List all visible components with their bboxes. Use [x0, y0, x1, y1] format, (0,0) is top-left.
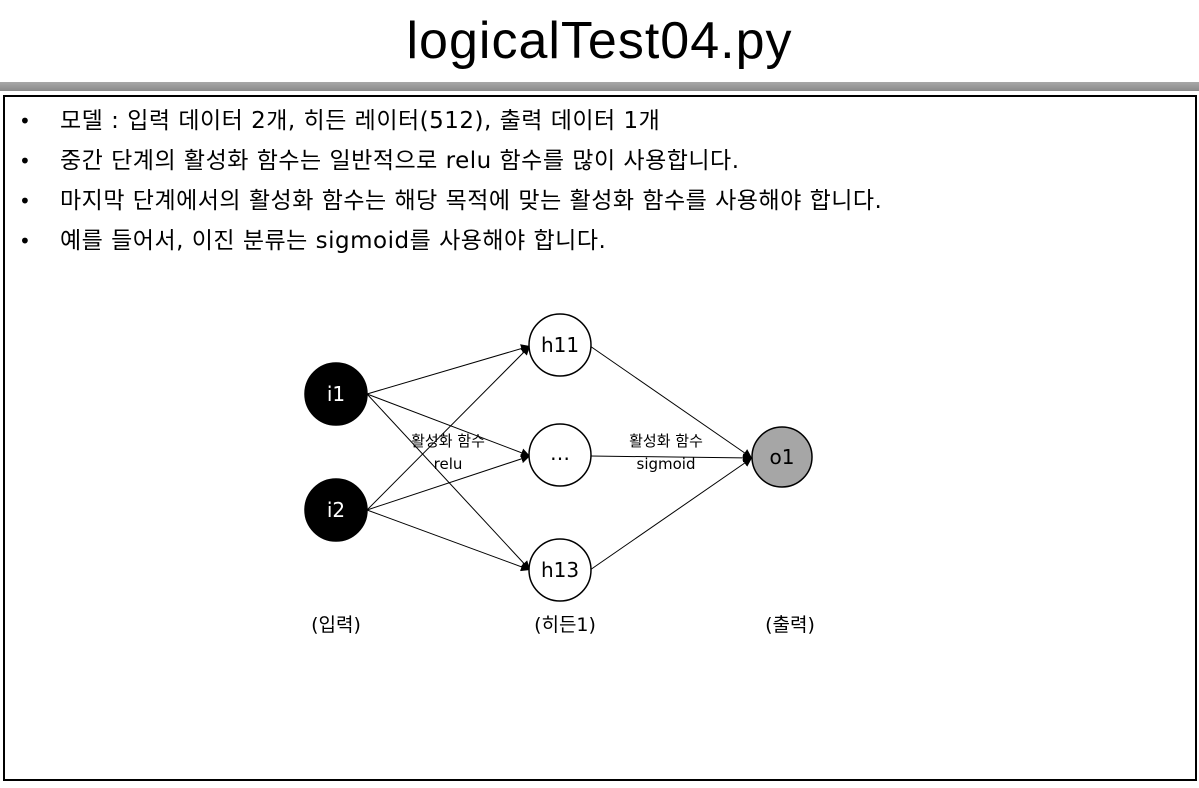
- node-h11: [528, 313, 592, 377]
- hidden-activation-name: relu: [434, 455, 463, 473]
- node-i1-label: i1: [327, 382, 345, 406]
- bullet-text: 마지막 단계에서의 활성화 함수는 해당 목적에 맞는 활성화 함수를 사용해야…: [60, 188, 883, 214]
- edge-i1-h11: [366, 344, 531, 395]
- edge-hmid-o1: [589, 453, 753, 463]
- node-o1-label: o1: [770, 445, 795, 469]
- node-i2: [304, 478, 368, 542]
- bullet-list: •모델 : 입력 데이터 2개, 히든 레이터(512), 출력 데이터 1개 …: [5, 101, 882, 261]
- bullet-dot: •: [19, 229, 32, 253]
- edge-i1-h13: [366, 393, 531, 571]
- slide-title: logicalTest04.py: [406, 12, 793, 70]
- node-i2-label: i2: [327, 498, 345, 522]
- bullet-item: • 예를 들어서, 이진 분류는 sigmoid를 사용해야 합니다.: [5, 221, 882, 261]
- title-divider: [0, 82, 1199, 91]
- output-layer: o1: [751, 426, 813, 488]
- node-hmid-label: …: [550, 441, 570, 465]
- bullet-text: 중간 단계의 활성화 함수는 일반적으로 relu 함수를 많이 사용합니다.: [60, 148, 740, 174]
- edge-h11-o1: [589, 345, 753, 459]
- hidden-layer: h11 … h13: [528, 313, 592, 602]
- edge-i1-hmid: [366, 393, 531, 458]
- node-o1: [751, 426, 813, 488]
- input-column-label: (입력): [311, 614, 361, 636]
- node-h13-label: h13: [541, 558, 579, 582]
- node-hmid: [528, 423, 592, 487]
- bullet-dot: •: [19, 149, 32, 173]
- edge-i2-h11: [366, 345, 531, 511]
- hidden-column-label: (히든1): [534, 614, 596, 636]
- output-activation-name: sigmoid: [637, 455, 696, 473]
- edge-h13-o1: [589, 457, 753, 571]
- node-h13: [528, 538, 592, 602]
- input-layer: i1 i2: [304, 362, 368, 542]
- node-h11-label: h11: [541, 333, 579, 357]
- bullet-item: • 중간 단계의 활성화 함수는 일반적으로 relu 함수를 많이 사용합니다.: [5, 141, 882, 181]
- hidden-activation-title: 활성화 함수: [411, 432, 485, 450]
- bullet-item: • 모델 : 입력 데이터 2개, 히든 레이터(512), 출력 데이터 1개: [5, 101, 882, 141]
- edge-i2-h13: [366, 509, 531, 572]
- output-column-label: (출력): [765, 614, 815, 636]
- bullet-text: 모델 : 입력 데이터 2개, 히든 레이터(512), 출력 데이터 1개: [60, 108, 661, 134]
- content-box: •모델 : 입력 데이터 2개, 히든 레이터(512), 출력 데이터 1개 …: [3, 95, 1197, 781]
- bullet-text: 예를 들어서, 이진 분류는 sigmoid를 사용해야 합니다.: [60, 228, 607, 254]
- bullet-dot: •: [19, 109, 32, 133]
- bullet-dot: •: [19, 189, 32, 213]
- bullet-item: • 마지막 단계에서의 활성화 함수는 해당 목적에 맞는 활성화 함수를 사용해…: [5, 181, 882, 221]
- output-activation-title: 활성화 함수: [629, 432, 703, 450]
- node-i1: [304, 362, 368, 426]
- edge-i2-hmid: [366, 454, 531, 511]
